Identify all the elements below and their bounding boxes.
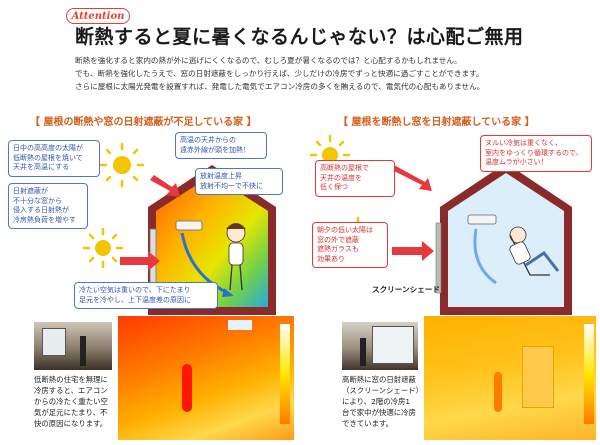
callout-cool-air: ヌルい冷気は重くなく、室内をゆっくり循環するので、温度ムラが小さい！: [480, 135, 592, 172]
page-title: 断熱すると夏に暑くなるんじゃない？は心配ご無用: [75, 26, 524, 48]
left-room-photo: [34, 322, 112, 370]
left-caption: 低断熱の住宅を無理に冷房すると、エアコンからの冷たく重たい空気が足元にたまり、不…: [34, 375, 108, 428]
callout-sun-roof: 日中の高高度の太陽が低断熱の屋根を焼いて天井を高温にする: [8, 140, 100, 177]
screen-shade-label: スクリーンシェード: [372, 285, 440, 294]
right-room-photo: [342, 322, 418, 370]
heat-arrow: [120, 175, 180, 271]
screen-shade: [435, 222, 442, 294]
sun-icon: [82, 227, 124, 269]
attention-badge: Attention: [66, 8, 130, 24]
right-house-illustration: [309, 134, 572, 315]
person-illustration: [509, 226, 560, 276]
callout-evening-sun: 朝夕の低い太陽は窓の外で遮蔽遮熱ガラスも効果あり: [312, 222, 388, 268]
callout-cold-air: 冷たい空気は重いので、下にたまり足元を冷やし、上下温度差の原因に: [74, 282, 218, 309]
heat-arrow: [390, 165, 434, 261]
callout-hot-ceiling: 高温の天井からの遠赤外線が頭を加熱！: [175, 132, 267, 159]
callout-radiation: 放射温度上昇放射不均一で不快に: [195, 168, 283, 195]
right-section-heading: 【 屋根を断熱し窓を日射遮蔽している家 】: [338, 117, 535, 128]
left-house-illustration: [82, 142, 276, 315]
sun-icon: [99, 142, 145, 188]
right-thermal-image: [424, 316, 596, 440]
callout-window-solar: 日射遮蔽が不十分な窓から侵入する日射熱が冷房熱負荷を増やす: [8, 183, 88, 229]
intro-line-3: さらに屋根に太陽光発電を設置すれば、発電した電気でエアコン冷房の多くを賄えるので…: [75, 82, 485, 91]
left-thermal-image: [118, 316, 294, 440]
person-illustration: [226, 223, 246, 291]
callout-roof-insulation: 高断熱の屋根で天井の温度を低く保つ: [315, 160, 395, 197]
left-section-heading: 【 屋根の断熱や窓の日射遮蔽が不足している家 】: [30, 117, 257, 128]
intro-line-1: 断熱を強化すると家内の熱が外に逃げにくくなるので、むしろ夏が暑くなるのでは？と心…: [75, 56, 462, 65]
intro-line-2: でも、断熱を強化したうえで、窓の日射遮蔽をしっかり行えば、少しだけの冷房でずっと…: [75, 69, 484, 78]
